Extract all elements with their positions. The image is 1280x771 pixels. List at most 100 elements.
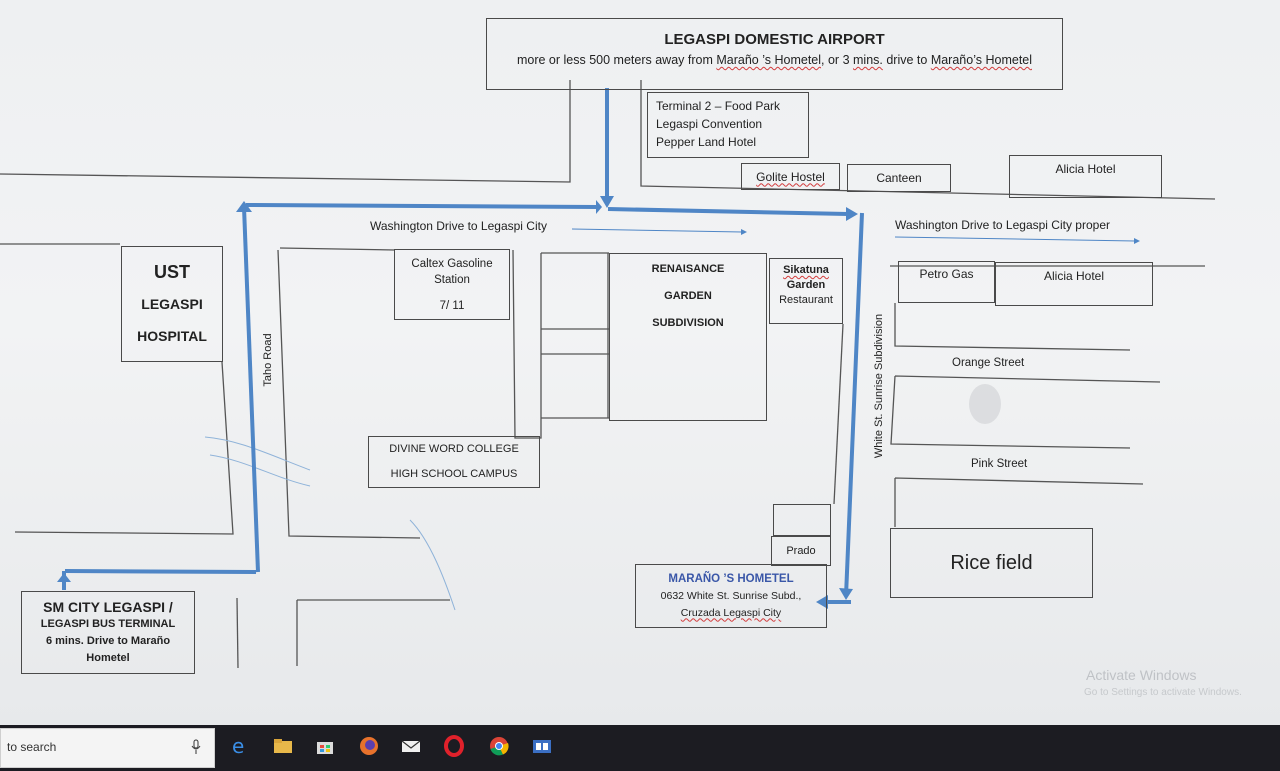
airport-box: LEGASPI DOMESTIC AIRPORT more or less 50… [486, 18, 1063, 90]
arrow-head [600, 196, 614, 208]
sikatuna-line: Sikatuna [783, 264, 829, 276]
arrow-head [236, 201, 252, 212]
direction-arrow-left-washington [571, 228, 743, 233]
route-washington-east [607, 207, 849, 216]
taskbar-search[interactable]: to search [0, 728, 215, 768]
arrow-head [57, 573, 71, 582]
opera-icon[interactable] [443, 735, 465, 757]
file-explorer-icon[interactable] [272, 735, 294, 757]
microphone-icon[interactable] [191, 739, 201, 755]
ust-hospital-box: UST LEGASPI HOSPITAL [121, 246, 223, 362]
sikatuna-line: Restaurant [779, 294, 833, 306]
road-edge [296, 599, 450, 666]
road-edge [14, 361, 234, 535]
prado-box: Prado [771, 536, 831, 566]
airport-note-hometel: Maraño ’s Hometel [716, 53, 822, 67]
hometel-title: MARAÑO ’S HOMETEL [668, 572, 794, 585]
alicia-hotel-label: Alicia Hotel [1043, 269, 1105, 283]
road-edge [833, 323, 844, 505]
road-edge [236, 597, 239, 669]
golite-label: Golite Hostel [756, 169, 825, 184]
airport-note-hometel: Maraño’s Hometel [930, 53, 1033, 67]
terminal-line: Terminal 2 – Food Park [656, 99, 781, 113]
petro-gas-label: Petro Gas [919, 267, 974, 281]
renaissance-line: RENAISANCE [651, 263, 725, 275]
terminal-line: Pepper Land Hotel [656, 135, 757, 149]
caltex-line: Caltex Gasoline [411, 257, 493, 270]
route-taho [242, 206, 260, 573]
ust-line: LEGASPI [141, 296, 203, 312]
prado-label: Prado [786, 545, 816, 557]
road-edge [0, 80, 571, 183]
search-placeholder: to search [7, 740, 57, 754]
terminal-line: Legaspi Convention [656, 117, 763, 131]
airport-note-text: , or 3 [821, 53, 853, 67]
map-lines [0, 80, 1216, 669]
activate-windows-watermark: Activate Windows [1086, 667, 1197, 683]
road-edge [279, 247, 396, 251]
arrow-head [839, 588, 853, 600]
small-lot-box [773, 504, 831, 536]
airport-title: LEGASPI DOMESTIC AIRPORT [664, 31, 885, 48]
airport-note-text: more or less 500 meters away from [516, 53, 717, 67]
renaissance-line: GARDEN [664, 290, 712, 302]
creek-line [409, 519, 456, 611]
route-to-sm [64, 569, 257, 574]
creek-line [204, 436, 311, 471]
ust-line: HOSPITAL [137, 328, 207, 344]
sm-city-box: SM CITY LEGASPI / LEGASPI BUS TERMINAL 6… [21, 591, 195, 674]
direction-arrow-right-washington [894, 236, 1136, 242]
pink-street-label: Pink Street [971, 458, 1028, 470]
arrow-head [596, 200, 602, 214]
alicia-hotel-right-box: Alicia Hotel [995, 262, 1153, 306]
sm-line: 6 mins. Drive to Maraño [45, 634, 171, 647]
road-edge [640, 80, 1216, 200]
mail-icon[interactable] [400, 735, 422, 757]
road-edge [894, 477, 1144, 527]
sm-line: LEGASPI BUS TERMINAL [40, 617, 176, 630]
app-icon[interactable] [531, 735, 553, 757]
road-edge [512, 249, 542, 439]
road-edge [541, 252, 609, 419]
renaissance-line: SUBDIVISION [652, 317, 724, 329]
route-washington-west [245, 203, 599, 209]
white-st-label: White St. Sunrise Subdivision [873, 313, 885, 459]
divine-line: DIVINE WORD COLLEGE [389, 443, 519, 455]
creek-line [209, 454, 311, 487]
taskbar: to search e [0, 725, 1280, 771]
edge-icon[interactable]: e [229, 735, 251, 757]
renaissance-subdivision-box: RENAISANCE GARDEN SUBDIVISION [609, 253, 767, 421]
airport-note-text: drive to [882, 53, 931, 67]
caltex-line: 7/ 11 [439, 299, 465, 312]
arrow-head [816, 595, 828, 609]
road-edge [277, 249, 421, 539]
store-icon[interactable] [314, 735, 336, 757]
firefox-icon[interactable] [358, 735, 380, 757]
hometel-address: 0632 White St. Sunrise Subd., [660, 589, 802, 602]
chrome-icon[interactable] [488, 735, 510, 757]
ust-line: UST [154, 262, 190, 282]
map-screen: LEGASPI DOMESTIC AIRPORT more or less 50… [0, 0, 1280, 725]
golite-hostel-box: Golite Hostel [741, 163, 840, 190]
svg-text:e: e [232, 735, 244, 757]
airport-note-mins: mins. [853, 53, 883, 67]
orange-street-label: Orange Street [952, 357, 1025, 369]
alicia-hotel-top-box: Alicia Hotel [1009, 155, 1162, 198]
sikatuna-restaurant-box: Sikatuna Garden Restaurant [769, 258, 843, 324]
washington-drive-label-left: Washington Drive to Legaspi City [370, 219, 547, 233]
canteen-box: Canteen [847, 164, 951, 192]
arrow-head [846, 207, 858, 221]
terminal-box: Terminal 2 – Food Park Legaspi Conventio… [647, 92, 809, 158]
road-edge [894, 303, 1131, 351]
airport-note: more or less 500 meters away from Maraño… [487, 53, 1062, 67]
taho-road-label: Taho Road [262, 333, 274, 387]
petro-gas-box: Petro Gas [898, 261, 995, 303]
washington-drive-label-right: Washington Drive to Legaspi City proper [895, 218, 1110, 232]
screen-smudge [969, 384, 1001, 424]
canteen-label: Canteen [876, 171, 922, 185]
route-white-st [844, 212, 864, 597]
hometel-address: Cruzada Legaspi City [680, 606, 782, 619]
caltex-line: Station [434, 273, 470, 286]
rice-field-label: Rice field [950, 551, 1033, 574]
sm-line: SM CITY LEGASPI / [43, 598, 173, 615]
